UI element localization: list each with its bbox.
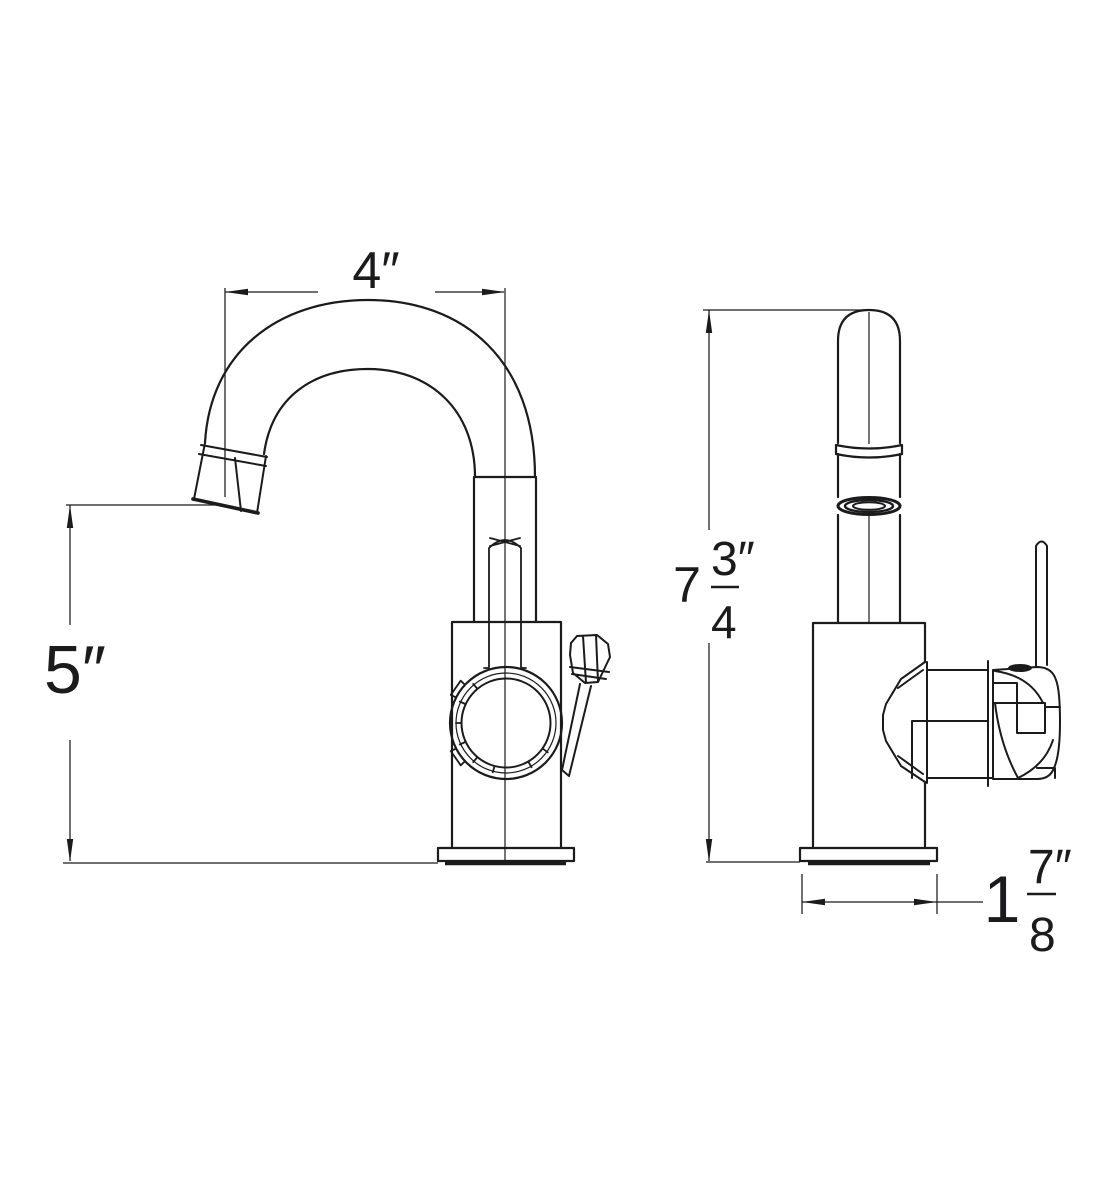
side-lever-rod (1035, 540, 1048, 668)
dim-arrow-down (66, 839, 74, 862)
liftrod (561, 683, 592, 777)
dim-arrow-left (225, 288, 248, 296)
handle-ring (448, 665, 564, 781)
aerator-ring-mid (843, 498, 895, 514)
spout-outline (203, 298, 538, 624)
dim-spout-height-label: 5″ (44, 632, 106, 708)
dim-overall-height-whole: 7 (673, 557, 701, 613)
valve-collar (882, 661, 928, 784)
dimension-spout-reach: 4″ (224, 242, 505, 497)
handle-ring-tabs (449, 679, 466, 767)
dim-overall-height-denominator: 4 (711, 596, 737, 648)
dimension-overall-height: 7 3″ 4 (673, 309, 868, 862)
liftrod-knob (569, 634, 611, 684)
side-body-outline (798, 621, 939, 863)
side-spout-outline (834, 308, 904, 625)
dim-overall-height-numerator: 3″ (711, 533, 755, 586)
dim-arrow-up (66, 505, 74, 528)
dim-arrow-right (914, 898, 937, 906)
dim-arrow-up (705, 310, 713, 333)
dim-arrow-left (802, 898, 825, 906)
handle-hub (992, 666, 1061, 780)
valve-cylinder (911, 660, 994, 787)
dim-overall-height-lines (703, 309, 868, 861)
lever-pivot (1008, 664, 1032, 672)
dim-spout-reach-label: 4″ (352, 242, 399, 300)
dimension-base-width: 1 7″ 8 (801, 841, 1072, 962)
aerator-ring-inner (852, 501, 886, 511)
aerator-ring-outer (836, 496, 902, 516)
front-body-outline (436, 620, 576, 863)
spout-tip-bottom-edge (191, 497, 260, 515)
side-view (706, 308, 1061, 866)
dim-arrow-right (482, 288, 505, 296)
dim-arrow-down (705, 839, 713, 862)
handle-ring-inner (460, 677, 552, 769)
dim-base-width-lines (801, 874, 983, 914)
dim-base-width-numerator: 7″ (1028, 841, 1072, 894)
handle-ring-outer (448, 665, 564, 781)
handle-ring-ticks (455, 683, 549, 774)
handle-ring-middle (455, 672, 557, 774)
spout-tip (193, 442, 268, 514)
aerator-end (836, 496, 902, 516)
dimension-spout-height: 5″ (44, 504, 222, 862)
dim-base-width-denominator: 8 (1029, 909, 1056, 962)
front-view (63, 288, 611, 866)
dim-base-width-whole: 1 (984, 862, 1021, 936)
